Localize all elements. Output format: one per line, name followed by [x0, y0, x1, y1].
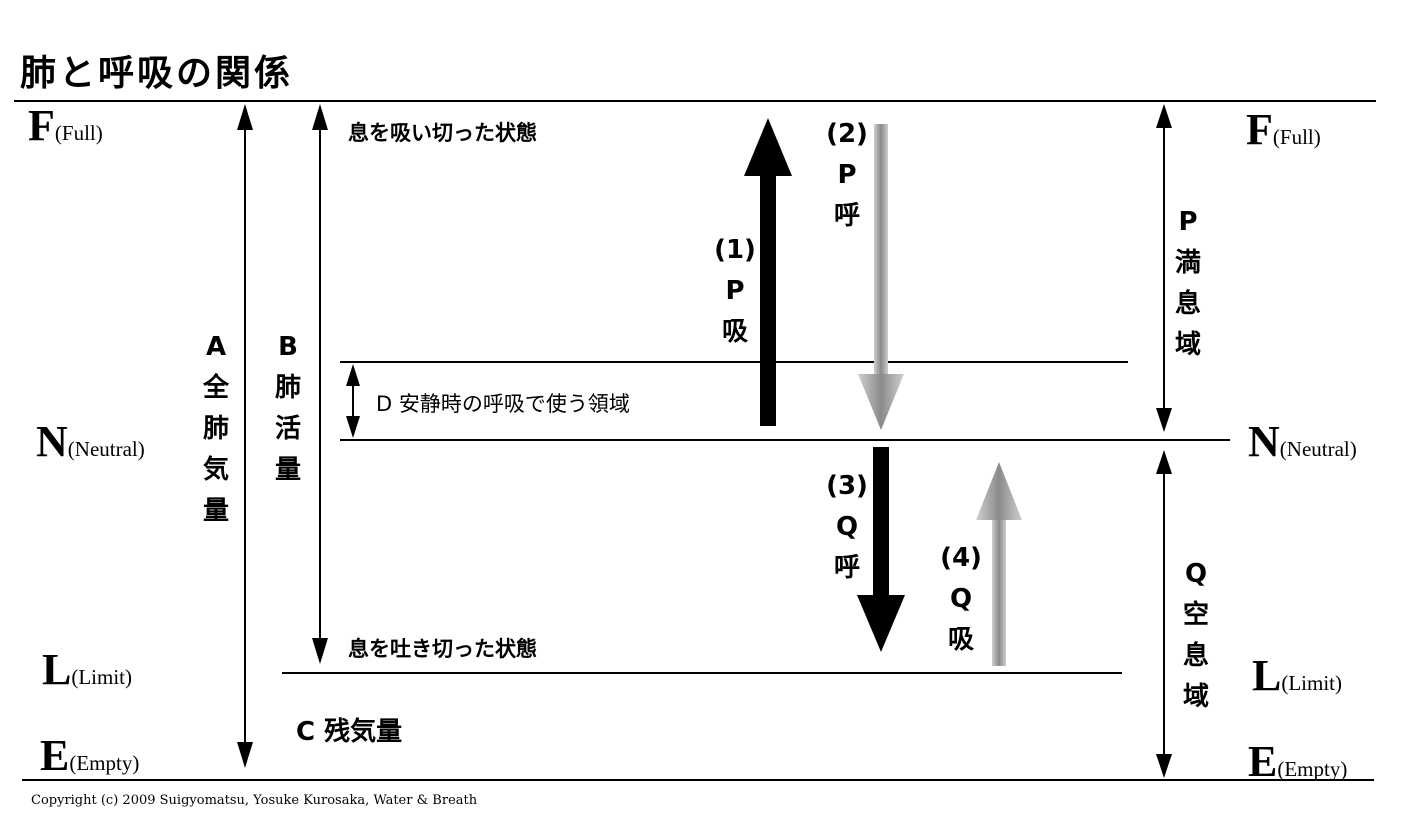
q-zone-arrow — [1156, 450, 1172, 778]
a-total-capacity-arrow — [237, 104, 253, 768]
q-zone-label: Q 空 息 域 — [1182, 559, 1209, 712]
a-total-capacity-label: A 全 肺 気 量 — [202, 332, 229, 526]
right-label-full: F(Full) — [1246, 105, 1321, 154]
b-vital-capacity-label: B 肺 活 量 — [274, 332, 301, 485]
flow-4-q-inhale-arrow — [976, 462, 1022, 666]
flow-3-q-exhale-arrow — [857, 447, 905, 652]
left-label-limit: L(Limit) — [42, 645, 133, 694]
flow-2-label: (2) P 呼 — [826, 119, 868, 231]
left-label-empty: E(Empty) — [40, 731, 140, 780]
left-label-neutral: N(Neutral) — [36, 417, 145, 466]
d-resting-range-arrow — [346, 364, 360, 438]
b-vital-capacity-arrow — [312, 104, 328, 664]
copyright-notice: Copyright (c) 2009 Suigyomatsu, Yosuke K… — [31, 793, 478, 808]
page-title: 肺と呼吸の関係 — [20, 53, 294, 94]
right-label-limit: L(Limit) — [1252, 651, 1343, 700]
flow-1-p-inhale-arrow — [744, 118, 792, 426]
flow-2-p-exhale-arrow — [858, 124, 904, 430]
left-label-full: F(Full) — [28, 101, 103, 150]
flow-3-label: (3) Q 呼 — [826, 471, 868, 583]
p-zone-arrow — [1156, 104, 1172, 432]
flow-1-label: (1) P 吸 — [714, 235, 756, 347]
d-resting-range-label: D 安静時の呼吸で使う領域 — [376, 392, 630, 416]
c-residual-volume-label: C 残気量 — [296, 717, 403, 747]
right-label-empty: E(Empty) — [1248, 737, 1348, 786]
full-state-label: 息を吸い切った状態 — [348, 121, 537, 145]
right-label-neutral: N(Neutral) — [1248, 417, 1357, 466]
p-zone-label: P 満 息 域 — [1174, 207, 1201, 360]
flow-4-label: (4) Q 吸 — [940, 543, 982, 655]
empty-state-label: 息を吐き切った状態 — [348, 637, 537, 661]
